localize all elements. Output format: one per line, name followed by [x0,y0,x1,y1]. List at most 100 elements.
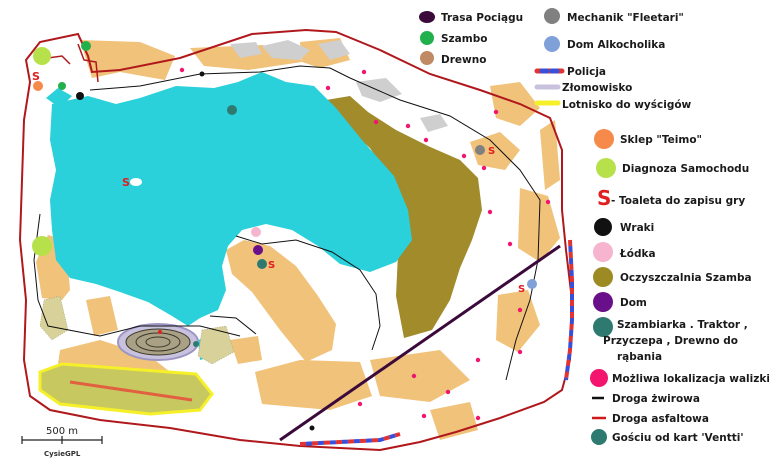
legend-label-mechanic: Mechanik "Fleetari" [567,12,684,24]
legend-label-firewood: Drewno [441,54,486,66]
legend-label-car-inspection: Diagnoza Samochodu [622,163,749,175]
map-credit: CysieGPL [44,450,81,458]
mechanic-icon [544,8,560,24]
gravel-road-scrap [140,325,241,337]
legend-label-vehicles-line3: rąbania [617,351,662,363]
save-toilet-nw: S [32,70,40,83]
wreck-marker-scrap [193,341,199,347]
gravel-road-north [89,65,351,91]
rocks-north-3 [230,42,262,58]
wreck-marker-nw [76,92,84,100]
home-marker [253,245,263,255]
legend-label-ventti-guy: Gościu od kart 'Ventti' [612,432,744,444]
alcoholic-house-marker [81,41,91,51]
home-icon [593,292,613,312]
lake [50,72,412,326]
hill-contour-3 [145,336,171,348]
store-icon [594,129,614,149]
car-inspection-marker-west [32,236,52,256]
suitcase-locations [179,67,551,421]
sewage-plant-icon [593,267,613,287]
train-route [279,244,561,442]
gravel-roads [33,65,541,381]
rocks-north-2 [318,40,350,60]
forest-south [197,325,235,365]
alcoholic-house-icon [544,36,560,52]
forest-west [39,295,69,341]
rocks-north-east-2 [420,114,448,132]
save-toilet-home: S [268,260,275,271]
store-marker [33,81,43,91]
legend-label-suitcase-location: Możliwa lokalizacja walizki [612,373,769,385]
car-inspection-marker [33,47,51,65]
legend-label-vehicles: Szambiarka . Traktor , Przyczepa , Drewn… [603,319,751,363]
island [130,178,142,186]
boat-icon [593,242,613,262]
police-south-blue [299,432,401,446]
ventti-guy-icon [591,429,607,445]
legend-label-gravel-road: Droga żwirowa [612,393,700,405]
vehicles-icon [593,317,613,337]
legend-label-sewage-plant: Oczyszczalnia Szamba [620,272,752,284]
scale-bar: 500 m CysieGPL [21,426,103,458]
legend-label-train-route: Trasa Pociągu [441,12,523,24]
sand-east-north [470,132,520,170]
runway [69,380,193,402]
sand-north-west [80,40,175,80]
sand-east-2 [496,290,540,352]
legend-label-police: Policja [567,66,606,78]
sand-east-3 [540,120,560,190]
legend-label-wreck: Wraki [620,222,654,234]
legend-label-store: Sklep "Teimo" [620,134,702,146]
legend-label-alcoholic-house: Dom Alkocholika [567,39,665,51]
alcoholic-house-marker-east [527,279,537,289]
legend-label-save-toilet: - Toaleta do zapisu gry [611,195,745,207]
vehicles-marker [257,259,267,269]
legend-label-boat: Łódka [619,248,656,260]
gravel-road-north-east [349,77,541,381]
sand-north-east [490,82,540,126]
save-toilet-icon: S [597,186,611,210]
sand-south-3 [230,336,262,364]
sand-south-east [370,350,470,402]
train-route-icon [419,11,435,23]
legend-label-asphalt-road: Droga asfaltowa [612,413,709,425]
gravel-road-sw [209,315,257,335]
lake-pond-nw [46,88,72,108]
rocks-north [262,40,310,60]
legend-label-septic: Szambo [441,33,487,45]
police-south-red [299,432,401,446]
ventti-guy-marker [227,105,237,115]
map-markers: S S S S S [32,41,537,431]
legend-label-home: Dom [620,297,647,309]
mechanic-marker [475,145,485,155]
legend-label-race-airfield: Lotnisko do wyścigów [562,99,692,111]
septic-icon [420,31,434,45]
septic-marker-nw [58,82,66,90]
map-area: S S S S S [18,28,574,452]
boat-marker [251,227,261,237]
sand-south-2 [430,402,478,440]
legend-label-vehicles-line1: Szambiarka . Traktor , [617,319,748,331]
car-inspection-icon [596,158,616,178]
gravel-road-peninsula [235,235,381,351]
rocks-north-east [356,78,402,102]
firewood-icon [420,51,434,65]
save-toilet-lake: S [122,176,130,189]
scale-label: 500 m [46,426,78,437]
police-east-red [564,239,574,381]
legend-label-vehicles-line2: Przyczepa , Drewno do [603,335,738,347]
police-east-blue [564,239,574,381]
legend: Trasa Pociągu Mechanik "Fleetari" Szambo… [419,8,769,445]
legend-label-scrapyard: Złomowisko [562,82,632,94]
wreck-marker-south [309,425,315,431]
suitcase-location-icon [590,369,608,387]
save-toilet-mechanic: S [488,146,495,157]
sewage-marker [158,330,162,334]
hill-contour-2 [135,332,181,352]
sand-west-2 [86,296,118,336]
sand-south [255,360,372,410]
wreck-marker-north [199,71,205,77]
save-toilet-east: S [518,284,525,295]
